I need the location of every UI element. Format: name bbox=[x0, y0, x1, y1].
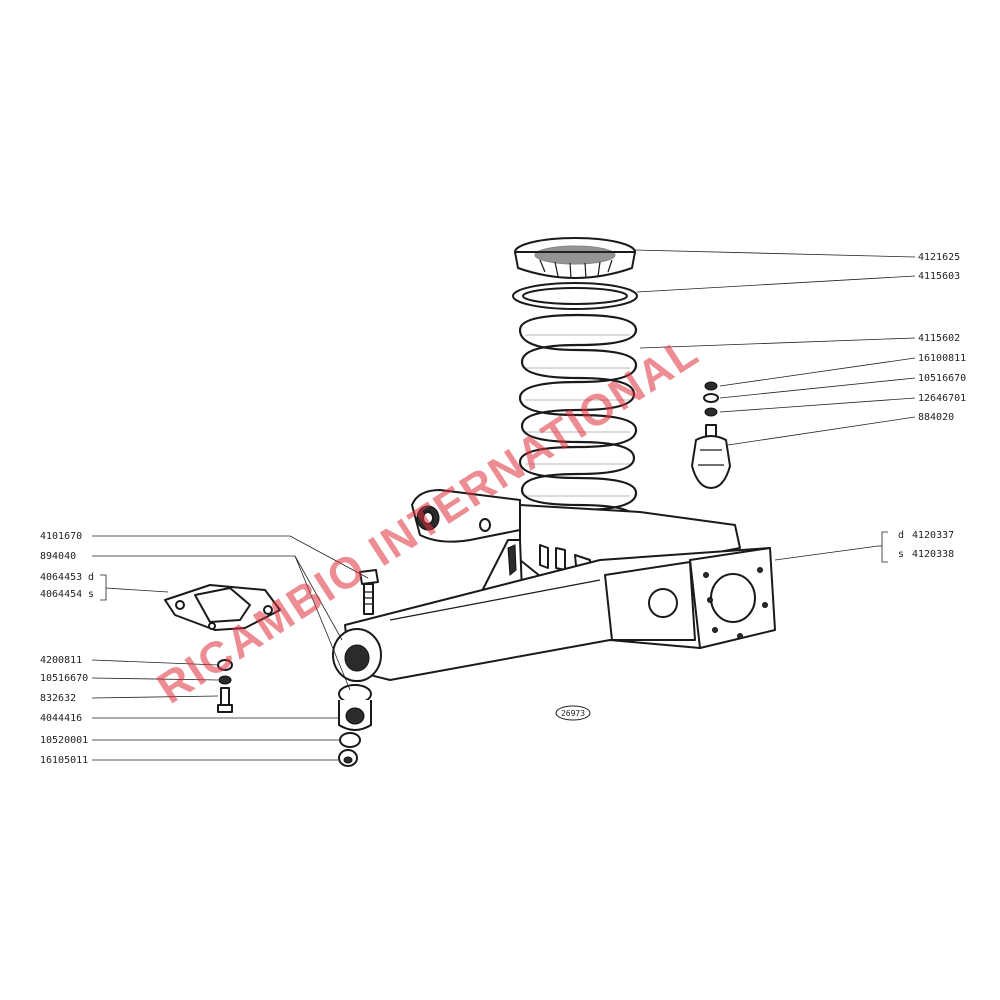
left-callouts: 4101670 894040 4064453 d 4064454 s 42008… bbox=[40, 531, 369, 766]
callout-suffix: s bbox=[898, 549, 904, 560]
callout-suffix: s bbox=[88, 589, 94, 600]
bump-stop-assembly bbox=[691, 381, 731, 489]
callout-label: 4200811 bbox=[40, 655, 82, 666]
callout-label: 4064454 bbox=[40, 589, 82, 600]
callout-label: 832632 bbox=[40, 693, 76, 704]
callout-label: 4115603 bbox=[918, 271, 960, 282]
figure-number: 26973 bbox=[561, 709, 585, 718]
callout-label: 4121625 bbox=[918, 252, 960, 263]
callout-label: 4115602 bbox=[918, 333, 960, 344]
pivot-bolt-part bbox=[359, 569, 379, 615]
right-callouts: 4121625 4115603 4115602 16100811 1051667… bbox=[634, 249, 966, 563]
callout-suffix: d bbox=[898, 530, 904, 541]
bracket-fasteners bbox=[217, 659, 233, 713]
callout-suffix: d bbox=[88, 572, 94, 583]
callout-label: 16100811 bbox=[918, 353, 966, 364]
coil-spring-part bbox=[518, 313, 638, 526]
trailing-arm-part bbox=[332, 489, 776, 682]
callout-label: 10516670 bbox=[40, 673, 88, 684]
bushing-stack-part bbox=[338, 684, 372, 767]
callout-label: 4044416 bbox=[40, 713, 82, 724]
callout-label: 4064453 bbox=[40, 572, 82, 583]
callout-label: 10520001 bbox=[40, 735, 88, 746]
callout-label: 4120338 bbox=[912, 549, 954, 560]
callout-label: 884020 bbox=[918, 412, 954, 423]
callout-label: 12646701 bbox=[918, 393, 966, 404]
figure-number-badge: 26973 bbox=[555, 705, 591, 721]
callout-label: 16105011 bbox=[40, 755, 88, 766]
spring-ring-part bbox=[512, 282, 638, 310]
callout-label: 894040 bbox=[40, 551, 76, 562]
mounting-bracket-part bbox=[164, 584, 281, 631]
callout-label: 4120337 bbox=[912, 530, 954, 541]
callout-label: 10516670 bbox=[918, 373, 966, 384]
spring-seat-part bbox=[514, 237, 636, 279]
callout-label: 4101670 bbox=[40, 531, 82, 542]
